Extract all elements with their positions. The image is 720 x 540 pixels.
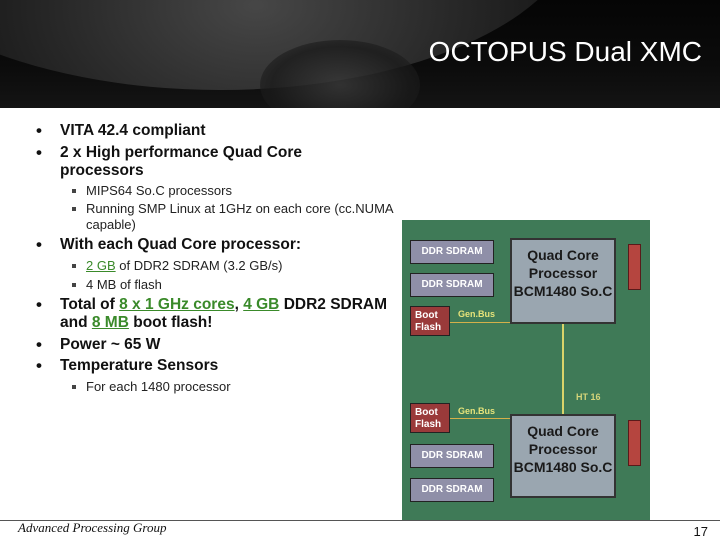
subbullet-marker <box>72 189 76 193</box>
bullet-dot: • <box>36 121 42 140</box>
genbus-line-top <box>450 322 510 323</box>
subbullet-linux: Running SMP Linux at 1GHz on each core (… <box>72 201 396 233</box>
header-band: OCTOPUS Dual XMC <box>0 0 720 108</box>
subbullet-mips: MIPS64 So.C processors <box>72 183 396 199</box>
bullet-each-processor: • With each Quad Core processor: <box>36 236 390 254</box>
quad-core-processor-top: Quad Core Processor BCM1480 So.C <box>510 238 616 324</box>
slide-title: OCTOPUS Dual XMC <box>428 36 702 67</box>
subbullet-marker <box>72 264 76 268</box>
subbullet-marker <box>72 207 76 211</box>
boot-flash-bottom: Boot Flash <box>410 403 450 433</box>
highlight-cores: 8 x 1 GHz cores <box>119 296 235 313</box>
page-number: 17 <box>693 524 708 539</box>
bullet-processors: • 2 x High performance Quad Core process… <box>36 144 360 180</box>
genbus-line-bottom <box>450 418 510 419</box>
bullet-text: , <box>234 296 244 313</box>
xmc-connector-bottom <box>628 420 641 466</box>
bullet-temperature: • Temperature Sensors <box>36 357 390 375</box>
subbullet-marker <box>72 283 76 287</box>
subbullet-text: of DDR2 SDRAM (3.2 GB/s) <box>115 258 283 273</box>
bullet-dot: • <box>36 143 42 162</box>
xmc-connector-top <box>628 244 641 290</box>
quad-core-processor-bottom: Quad Core Processor BCM1480 So.C <box>510 414 616 498</box>
subbullet-ddr2: 2 GB of DDR2 SDRAM (3.2 GB/s) <box>72 258 396 274</box>
earth-graphic-glow <box>260 40 420 108</box>
highlight-8mb: 8 MB <box>91 314 129 331</box>
bullet-text: boot flash! <box>128 314 213 331</box>
bullet-text: Total of <box>60 296 120 313</box>
bullet-dot: • <box>36 335 42 354</box>
bullet-text: With each Quad Core processor: <box>60 236 302 253</box>
bullet-text: Temperature Sensors <box>60 357 219 374</box>
block-diagram: DDR SDRAM DDR SDRAM Boot Flash Gen.Bus Q… <box>402 220 650 520</box>
bullet-text: DDR2 SDRAM and <box>60 296 388 331</box>
ht-label: HT 16 <box>576 392 601 402</box>
bullet-dot: • <box>36 295 42 314</box>
bullet-text: 2 x High performance Quad Core processor… <box>60 144 303 179</box>
subbullet-text: 4 MB of flash <box>86 277 162 292</box>
ddr-sdram-top-2: DDR SDRAM <box>410 273 494 297</box>
genbus-label-top: Gen.Bus <box>458 309 496 319</box>
footer-divider <box>0 520 720 521</box>
ddr-sdram-bottom-1: DDR SDRAM <box>410 444 494 468</box>
highlight-4gb: 4 GB <box>243 296 280 313</box>
subbullet-text: For each 1480 processor <box>86 379 231 394</box>
ddr-sdram-top-1: DDR SDRAM <box>410 240 494 264</box>
ht-link <box>562 324 564 416</box>
highlight-2gb: 2 GB <box>86 258 116 273</box>
subbullet-1480: For each 1480 processor <box>72 379 396 395</box>
bullet-dot: • <box>36 235 42 254</box>
bullet-text: Power ~ 65 W <box>60 336 161 353</box>
subbullet-text: Running SMP Linux at 1GHz on each core (… <box>86 201 393 232</box>
bullet-power: • Power ~ 65 W <box>36 336 390 354</box>
subbullet-marker <box>72 385 76 389</box>
bullet-vita: • VITA 42.4 compliant <box>36 122 390 140</box>
ddr-sdram-bottom-2: DDR SDRAM <box>410 478 494 502</box>
subbullet-text: MIPS64 So.C processors <box>86 183 232 198</box>
bullet-total: • Total of 8 x 1 GHz cores, 4 GB DDR2 SD… <box>36 296 395 332</box>
boot-flash-top: Boot Flash <box>410 306 450 336</box>
bullet-text: VITA 42.4 compliant <box>60 122 206 139</box>
footer-text: Advanced Processing Group <box>18 520 167 535</box>
subbullet-flash: 4 MB of flash <box>72 277 396 293</box>
bullet-dot: • <box>36 356 42 375</box>
genbus-label-bottom: Gen.Bus <box>458 406 496 416</box>
